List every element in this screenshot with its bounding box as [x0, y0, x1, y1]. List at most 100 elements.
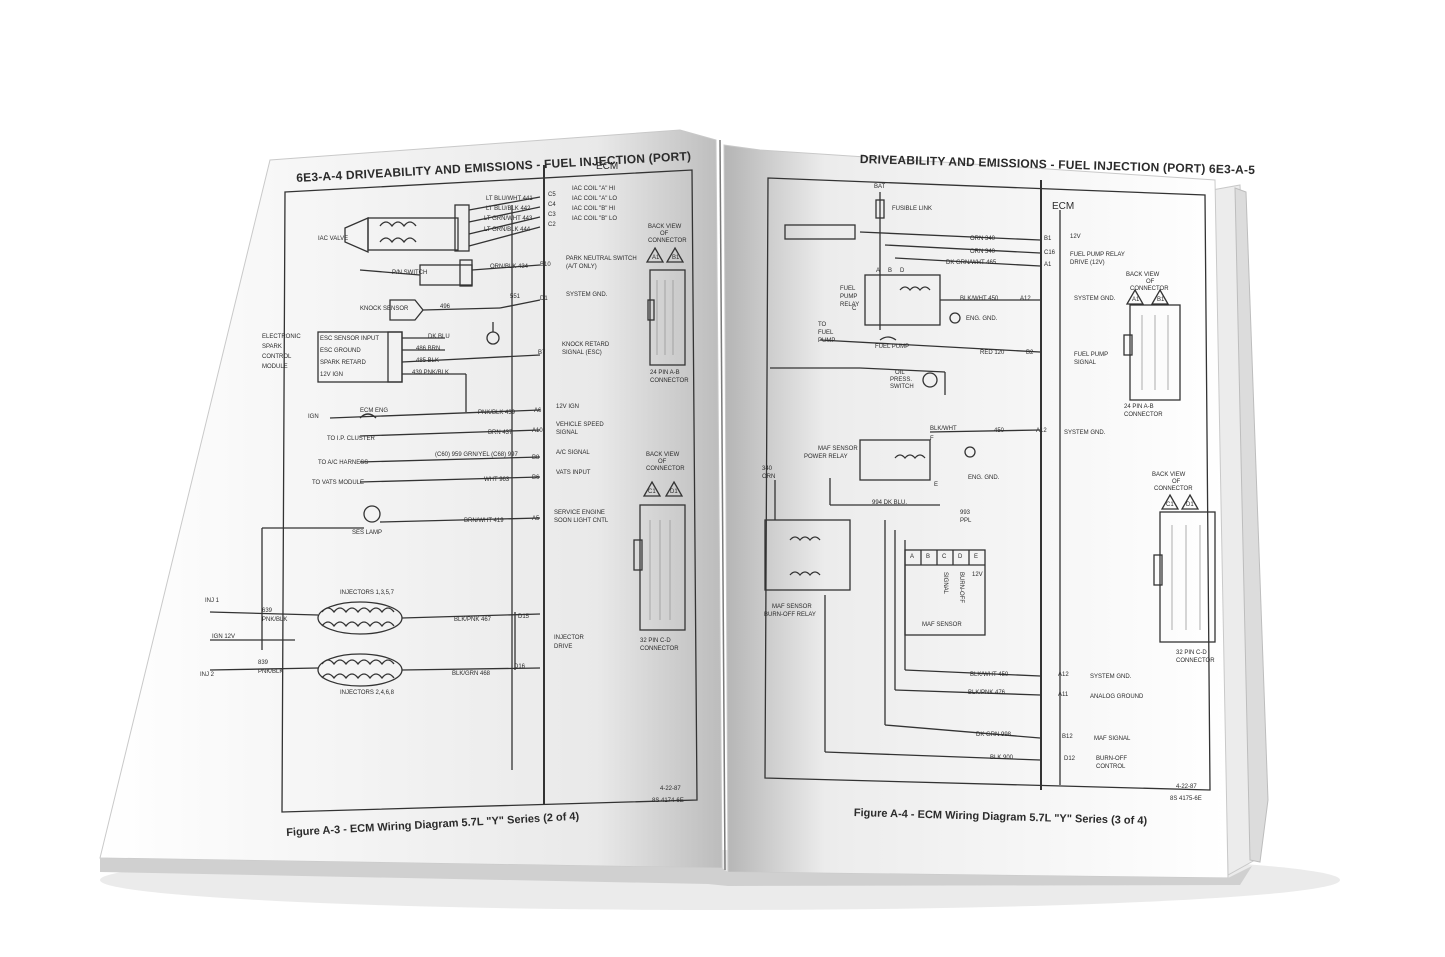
eng-gnd-eyelet [949, 312, 961, 324]
eng-gnd-label: ENG. GND. [966, 316, 998, 322]
left-frame [281, 169, 698, 813]
left-conn2-pin-d: D1 [670, 489, 678, 495]
left-pin-15: D15 [518, 614, 530, 620]
left-wire-0: LT BLU/WHT 441 [486, 196, 533, 202]
right-pin-8: B12 [1062, 734, 1073, 740]
wire-450-label: 450 [994, 428, 1005, 434]
right-conn1-pin-b: B1 [1157, 297, 1165, 303]
wire-994-label: 994 DK BLU. [872, 500, 908, 506]
left-conn2-title-2: OF [658, 459, 667, 465]
ign-label: IGN [308, 414, 319, 420]
right-conn1-name-2: CONNECTOR [1124, 412, 1163, 418]
left-wire-4: ORN/BLK 434 [490, 264, 529, 270]
wire-993-num: 993 [960, 510, 971, 516]
right-page-edges-back [1234, 187, 1269, 863]
maf-burnoff-relay [764, 519, 851, 591]
left-signal-14: SERVICE ENGINE SOON LIGHT CNTL [554, 510, 609, 524]
right-signal-4: FUEL PUMP SIGNAL [1074, 352, 1109, 366]
esc-pin-3: SPARK RETARD [320, 360, 366, 366]
right-conn2-name-2: CONNECTOR [1176, 658, 1215, 664]
right-signal-5: SYSTEM GND. [1064, 430, 1106, 436]
left-wire-12: (C60) 959 GRN/YEL (C68) 997 [435, 452, 518, 458]
injectors-2468-label: INJECTORS 2,4,6,8 [340, 690, 394, 696]
wire-839-color: PNK/BLK [258, 669, 284, 675]
ecm-eng-fuse [359, 413, 377, 419]
left-conn1-title-2: OF [660, 231, 669, 237]
esc-pin-4: 12V IGN [320, 372, 344, 378]
maf-power-relay-2: POWER RELAY [804, 454, 848, 460]
right-conn1-name-1: 24 PIN A-B [1124, 404, 1154, 410]
left-pin-0: C5 [548, 192, 556, 198]
right-pin-1: C16 [1044, 250, 1056, 256]
left-signal-13: VATS INPUT [556, 470, 591, 476]
page-stack-bottom [100, 858, 1252, 886]
fuel-pump-relay [864, 274, 941, 326]
right-wire-7: BLK/PNK 476 [968, 690, 1006, 696]
left-ecm-edge [543, 165, 545, 805]
knock-sensor-label: KNOCK SENSOR [360, 306, 409, 312]
maf-pin-b: B [926, 554, 931, 560]
left-pin-1: C4 [548, 202, 556, 208]
left-wire-6: DK BLU [428, 334, 450, 340]
right-signal-7: ANALOG GROUND [1090, 694, 1144, 700]
wire-340-color: ORN [762, 474, 776, 480]
right-ecm-label: ECM [1052, 201, 1075, 212]
left-date: 4-22-87 [660, 786, 681, 792]
to-fuel-pump-1: TO [818, 322, 827, 328]
fusible-link [875, 199, 885, 219]
left-wire-13: WHT 963 [484, 477, 510, 483]
right-pin-2: A1 [1044, 262, 1052, 268]
right-conn2-title-3: CONNECTOR [1154, 486, 1193, 492]
maf-power-relay [859, 439, 931, 481]
wire-839-num: 839 [258, 660, 269, 666]
wire-496-label: 496 [440, 304, 451, 310]
iac-coil-b [379, 237, 417, 244]
right-wire-2: DK GRN/WHT 465 [946, 260, 997, 266]
relay-pin-c: C [852, 306, 857, 312]
right-wire-9: BLK 900 [990, 755, 1014, 761]
left-wire-7: 486 BRN [416, 346, 441, 352]
right-page [723, 144, 1229, 879]
ign-12v-label: IGN 12V [212, 634, 236, 640]
right-pin-0: B1 [1044, 236, 1052, 242]
esc-pin-1: ESC SENSOR INPUT [320, 336, 380, 342]
right-wire-0: ORN 340 [970, 236, 996, 242]
left-code: 8S 4174-6E [652, 798, 684, 804]
fuel-pump-symbol [879, 336, 897, 341]
left-pin-2: C3 [548, 212, 556, 218]
right-pin-7: A11 [1058, 692, 1069, 698]
fuse-connector [784, 224, 856, 240]
right-pin-6: A12 [1058, 672, 1069, 678]
left-signal-10: 12V IGN [556, 404, 580, 410]
right-wire-4: RED 120 [980, 350, 1005, 356]
right-conn1-title-1: BACK VIEW [1126, 272, 1160, 278]
left-pin-5: D1 [540, 296, 548, 302]
to-ac-harness-label: TO A/C HARNESS [318, 460, 369, 466]
maf-signal-label: SIGNAL [942, 572, 948, 595]
right-conn2-title-1: BACK VIEW [1152, 472, 1186, 478]
left-signal-2: IAC COIL "B" HI [572, 206, 616, 212]
esc-module-label-2: SPARK [262, 344, 282, 350]
right-conn2-pin-d: D1 [1186, 502, 1194, 508]
left-wire-2: LT GRN/WHT 443 [484, 216, 533, 222]
right-signal-3: SYSTEM GND. [1074, 296, 1116, 302]
left-wire-3: LT GRN/BLK 444 [484, 227, 531, 233]
to-fuel-pump-3: PUMP [818, 338, 836, 344]
relay-pin-a: A [876, 268, 881, 274]
injectors-1357-label: INJECTORS 1,3,5,7 [340, 590, 394, 596]
left-signal-3: IAC COIL "B" LO [572, 216, 618, 222]
left-pin-13: B6 [532, 475, 540, 481]
oil-press-label-3: SWITCH [890, 384, 914, 390]
oil-press-switch [922, 372, 938, 388]
right-ecm-edge [1040, 180, 1042, 790]
left-wire-14: BRN/WHT 419 [464, 518, 504, 524]
left-conn1-pin-a: A1 [652, 255, 660, 261]
left-wire-9: 439 PNK/BLK [412, 370, 450, 376]
right-conn1-pin-a: A1 [1132, 297, 1140, 303]
left-pin-8: B7 [538, 350, 546, 356]
left-wire-16: BLK/GRN 468 [452, 671, 491, 677]
relay-pin-d: D [900, 268, 905, 274]
right-conn1-title-2: OF [1146, 279, 1155, 285]
left-signal-8: KNOCK RETARD SIGNAL (ESC) [562, 342, 610, 356]
